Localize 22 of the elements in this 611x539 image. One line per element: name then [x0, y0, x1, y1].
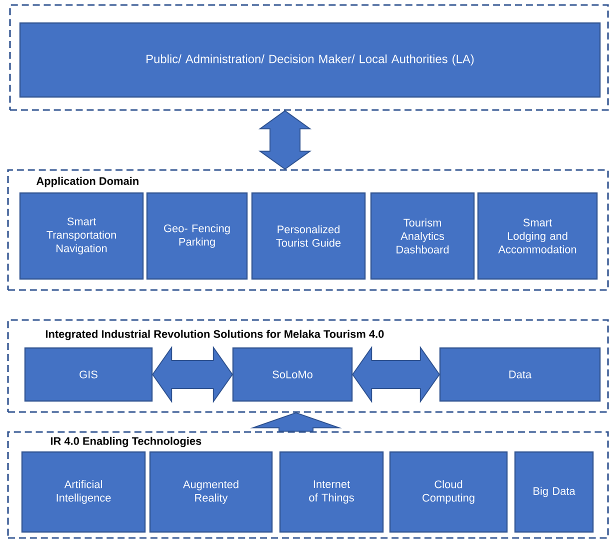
frame-heading: IR 4.0 Enabling Technologies [50, 436, 202, 448]
process-box: Cloud Computing [389, 451, 508, 533]
process-box: Public/ Administration/ Decision Maker/ Local Authorities (LA) [19, 22, 601, 98]
block-arrow [250, 412, 342, 432]
double-block-arrow [258, 110, 312, 170]
process-box: Augmented Reality [149, 451, 273, 533]
frame-heading: Integrated Industrial Revolution Solutions for Melaka Tourism 4.0 [46, 330, 384, 340]
double-block-arrow [352, 346, 440, 404]
process-box: Internet of Things [279, 451, 384, 533]
process-box: Artificial Intelligence [21, 451, 146, 533]
frame-heading: Application Domain [36, 176, 138, 188]
process-box: Tourism Analytics Dashboard [370, 192, 475, 280]
process-box: Personalized Tourist Guide [251, 192, 366, 280]
process-box: Data [439, 347, 601, 402]
process-box: SoLoMo [232, 347, 353, 402]
process-box: GIS [24, 347, 153, 402]
process-box: Smart Transportation Navigation [19, 192, 144, 280]
dashed-frame [9, 4, 609, 111]
process-box: Big Data [514, 451, 594, 533]
process-box: Smart Lodging and Accommodation [477, 192, 598, 280]
process-box: Geo- Fencing Parking [146, 192, 248, 280]
double-block-arrow [152, 346, 234, 404]
